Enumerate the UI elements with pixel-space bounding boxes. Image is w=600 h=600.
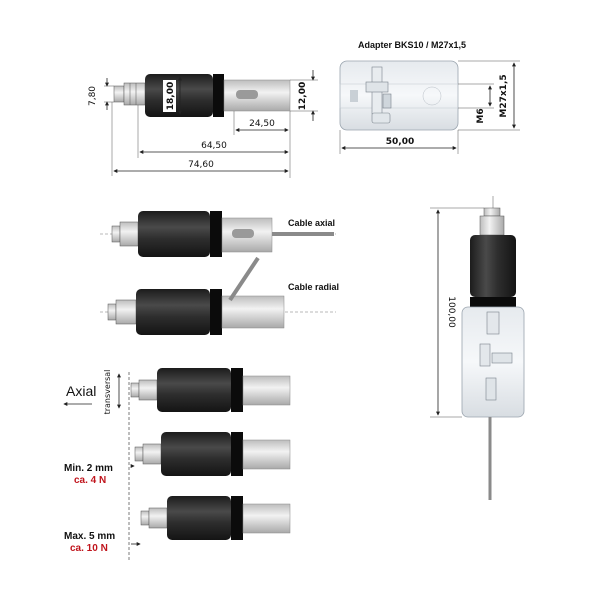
transversal-label: transversal [103, 370, 112, 415]
vertical-assembly [461, 196, 525, 500]
dimension-line-100 [430, 207, 484, 418]
dim-74-60: 74,60 [188, 160, 214, 170]
dim-64-50: 64,50 [201, 141, 227, 151]
sensor-top-view [113, 74, 291, 117]
adapter-drawing [339, 60, 459, 131]
dim-m6: M6 [476, 108, 486, 123]
dim-24-50: 24,50 [249, 119, 275, 129]
dim-18-00-label: 18,00 [166, 82, 176, 110]
cable-radial-label: Cable radial [288, 282, 339, 292]
cable-axial-label: Cable axial [288, 218, 335, 228]
sensor-row-2 [130, 432, 291, 476]
max-force-label: ca. 10 N [70, 543, 108, 554]
dim-100-00: 100,00 [446, 296, 456, 328]
sensor-row-3 [131, 496, 291, 546]
max-stroke-label: Max. 5 mm [64, 531, 115, 542]
adapter-title: Adapter BKS10 / M27x1,5 [358, 40, 466, 50]
dimension-lines-top [104, 70, 318, 178]
dim-m27: M27x1,5 [499, 74, 509, 117]
sensor-row-1 [130, 368, 291, 412]
sensor-cable-axial [100, 211, 336, 257]
min-stroke-label: Min. 2 mm [64, 463, 113, 474]
dim-50-00: 50,00 [386, 137, 414, 147]
dim-7-80: 7,80 [88, 86, 98, 106]
sensor-cable-radial [100, 256, 336, 335]
min-force-label: ca. 4 N [74, 475, 106, 486]
dimension-lines-adapter [339, 60, 520, 154]
axial-label: Axial [66, 383, 96, 399]
dim-12-00: 12,00 [298, 82, 308, 110]
